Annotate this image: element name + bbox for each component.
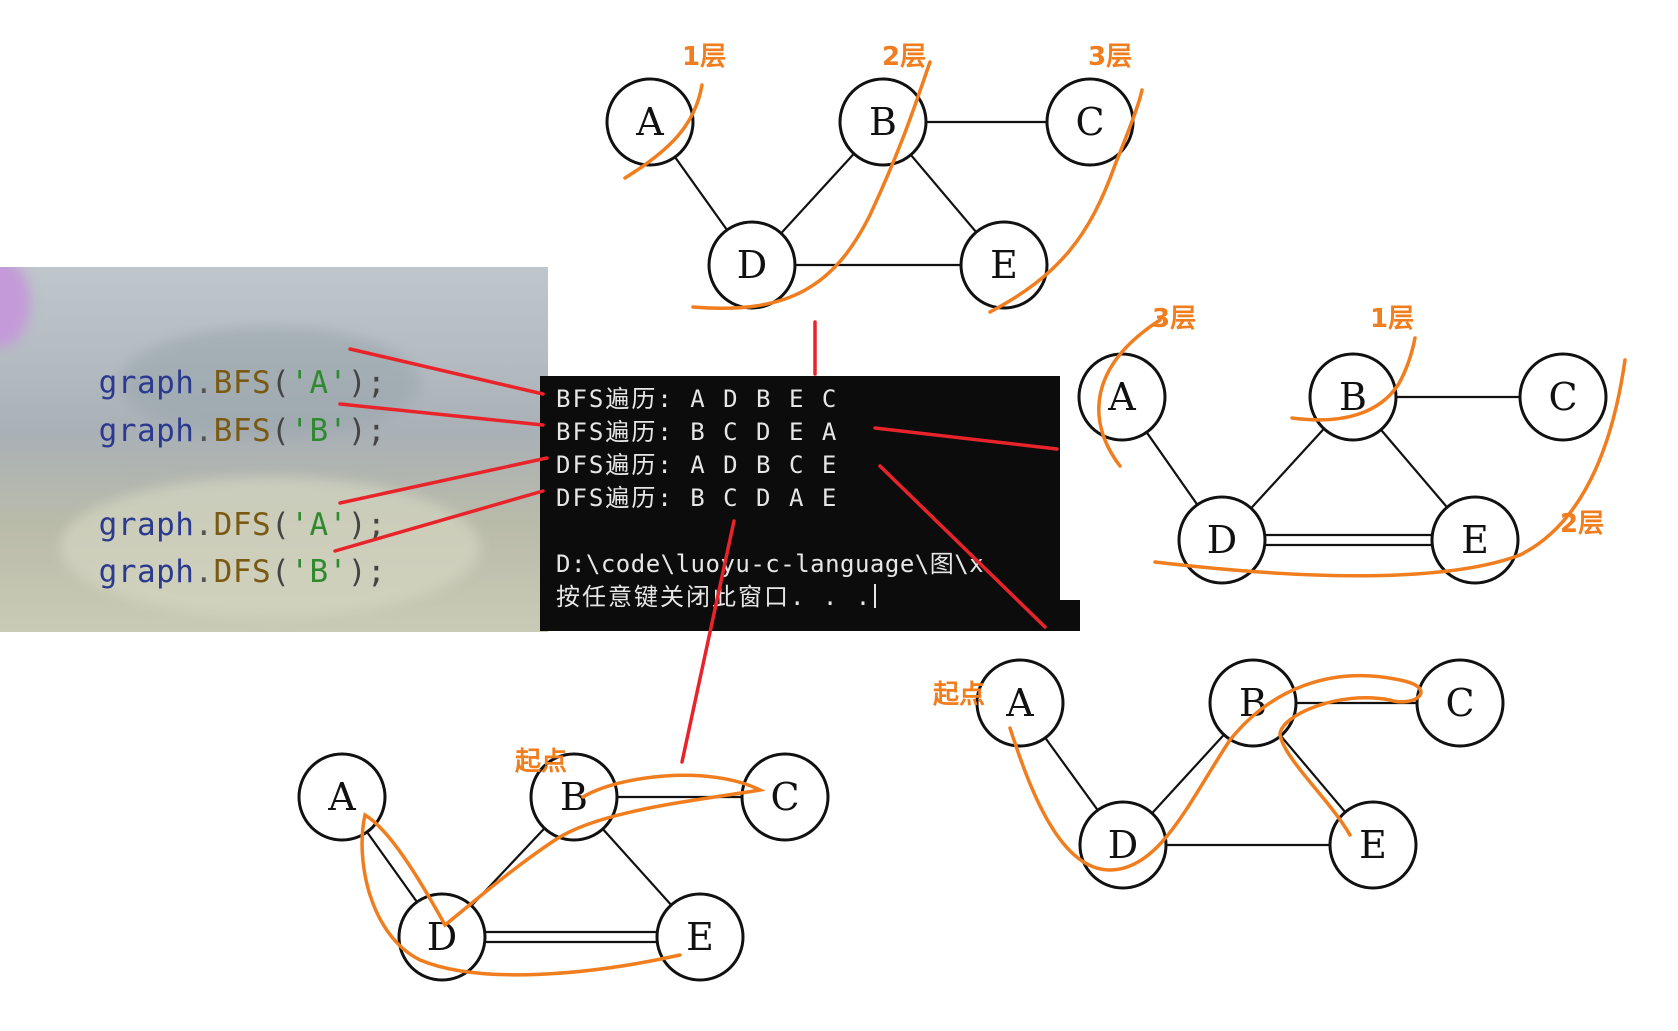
console-line-bfs-b: BFS遍历: B C D E A [556, 418, 839, 446]
svg-text:E: E [1461, 518, 1489, 562]
node-c: C [1045, 77, 1135, 167]
layer-1-label: 1层 [1370, 304, 1414, 334]
console-line-dfs-a: DFS遍历: A D B C E [556, 451, 839, 479]
node-b: B [529, 752, 619, 842]
connector-bfs-a-code [348, 347, 545, 396]
layer-1-curve [1290, 336, 1417, 422]
svg-text:A: A [635, 100, 664, 144]
dfs-a-traversal-curve [1008, 673, 1423, 872]
connector-dfs-a-graph [878, 464, 1047, 629]
node-b: B [1308, 352, 1398, 442]
svg-text:C: C [1445, 681, 1474, 725]
layer-2-curve [691, 60, 932, 310]
node-d: D [707, 220, 797, 310]
node-d: D [1177, 495, 1267, 585]
console-prompt-line: 按任意键关闭此窗口. . . [556, 577, 877, 612]
graph-dfs-from-a: A B C D E 起点 [933, 658, 1505, 890]
node-a: A [605, 77, 695, 167]
console-output-window: BFS遍历: A D B E C BFS遍历: B C D E A DFS遍历:… [540, 376, 1060, 631]
svg-text:B: B [1239, 681, 1267, 725]
connector-dfs-b-code [333, 489, 545, 553]
layer-2-label: 2层 [1560, 509, 1604, 539]
layer-3-label: 3层 [1088, 42, 1132, 72]
code-line-bfs-b: graph.BFS('B'); [98, 413, 387, 449]
code-line-dfs-a: graph.DFS('A'); [98, 507, 387, 543]
dfs-b-traversal-curve [360, 773, 766, 977]
layer-1-curve [623, 83, 704, 180]
layer-2-label: 2层 [882, 42, 926, 72]
layer-2-curve [1153, 358, 1627, 578]
node-a: A [1077, 352, 1167, 442]
node-a: A [297, 752, 387, 842]
svg-text:D: D [1207, 518, 1237, 562]
layer-3-curve [988, 88, 1144, 314]
graph-bfs-from-a: A B C D E 1层 2层 3层 [605, 42, 1144, 314]
layer-3-curve [1097, 318, 1162, 468]
svg-text:E: E [990, 243, 1018, 287]
node-c: C [1518, 352, 1608, 442]
graph-bfs-from-b: A B C D E 3层 1层 2层 [1077, 304, 1627, 585]
node-e: E [959, 220, 1049, 310]
node-b: B [838, 77, 928, 167]
code-line-bfs-a: graph.BFS('A'); [98, 365, 387, 401]
svg-text:A: A [327, 775, 356, 819]
connector-dfs-a-code [338, 456, 549, 505]
svg-text:A: A [1005, 681, 1034, 725]
start-label: 起点 [933, 679, 985, 710]
connector-dfs-b-graph [680, 519, 736, 764]
connector-bfs-b-code [338, 402, 545, 427]
code-line-dfs-b: graph.DFS('B'); [98, 554, 387, 590]
node-c: C [1415, 658, 1505, 748]
graph-dfs-from-b: A B C D E 起点 [297, 746, 830, 982]
console-edge [1045, 600, 1080, 631]
node-e: E [1328, 800, 1418, 890]
layer-3-label: 3层 [1152, 304, 1196, 334]
connector-bfs-b-graph [873, 426, 1059, 451]
code-editor-panel: graph.BFS('A'); graph.BFS('B'); graph.DF… [0, 267, 548, 632]
layer-1-label: 1层 [682, 42, 726, 72]
start-label: 起点 [515, 746, 567, 777]
node-c: C [740, 752, 830, 842]
svg-text:C: C [1548, 375, 1577, 419]
console-path-line: D:\code\luoyu-c-language\图\x [556, 550, 985, 578]
svg-text:D: D [737, 243, 767, 287]
svg-text:C: C [770, 775, 799, 819]
svg-text:E: E [1359, 823, 1387, 867]
node-d: D [1078, 800, 1168, 890]
node-b: B [1208, 658, 1298, 748]
svg-text:C: C [1075, 100, 1104, 144]
svg-text:A: A [1107, 375, 1136, 419]
node-a: A [975, 658, 1065, 748]
console-line-dfs-b: DFS遍历: B C D A E [556, 484, 839, 512]
svg-text:E: E [686, 915, 714, 959]
node-e: E [655, 892, 745, 982]
svg-text:B: B [869, 100, 897, 144]
connector-lines [333, 320, 1059, 764]
console-line-bfs-a: BFS遍历: A D B E C [556, 385, 839, 413]
text-caret [874, 584, 877, 608]
svg-text:D: D [1108, 823, 1138, 867]
